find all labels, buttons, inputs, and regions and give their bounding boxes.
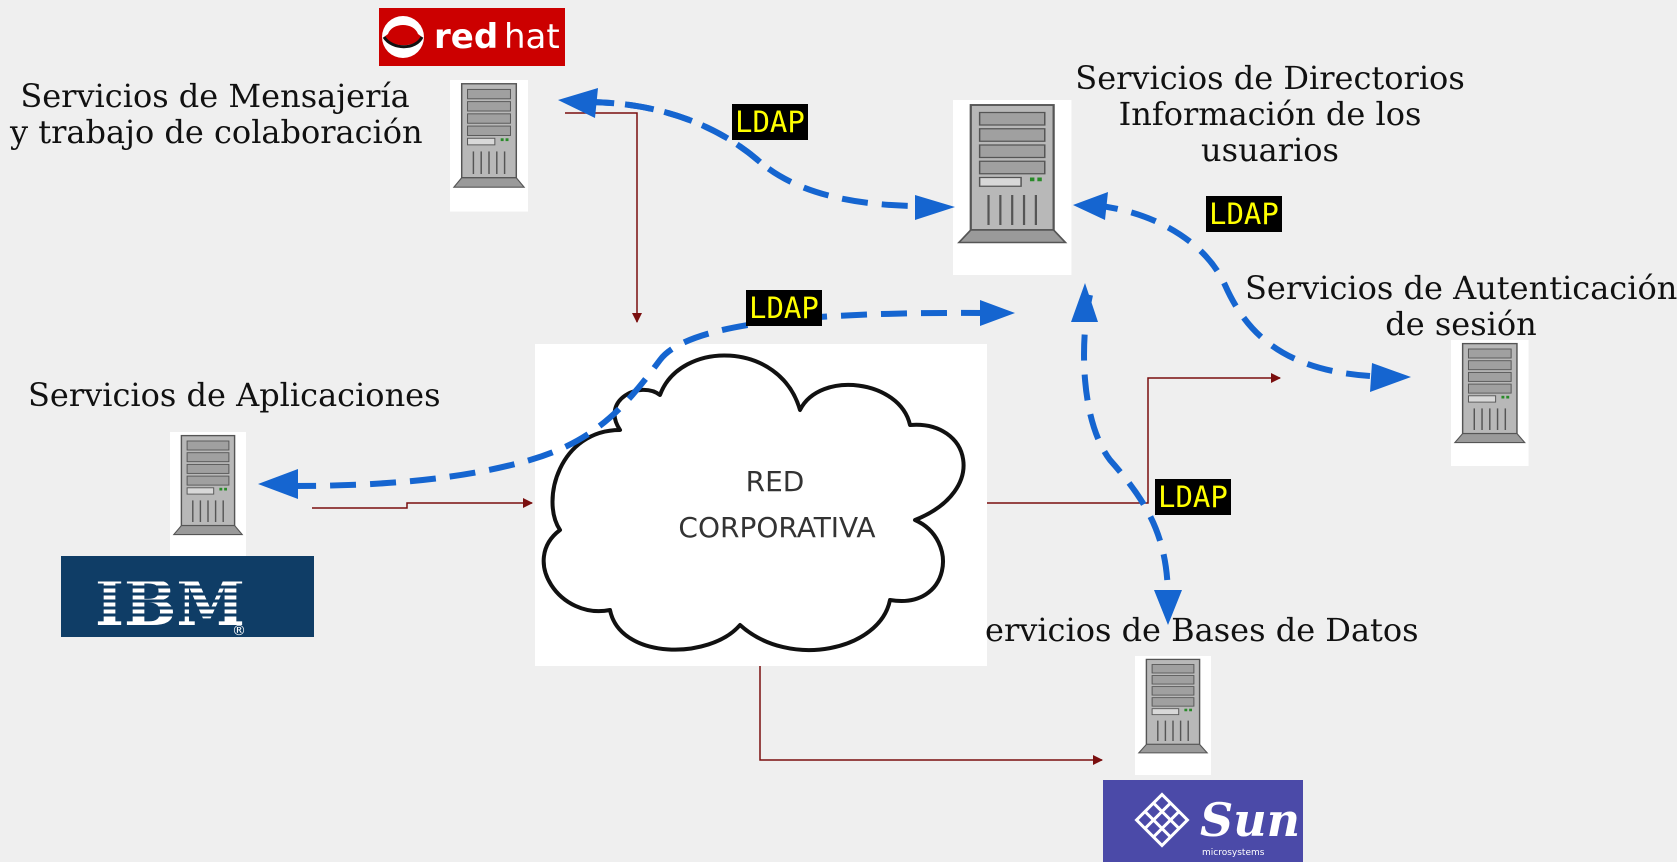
ibm-logo: IBM ® <box>61 556 314 640</box>
sun-logo-subtext: microsystems <box>1202 848 1265 858</box>
ldap-head-directory-right <box>1073 192 1108 220</box>
ldap-arrows <box>289 99 1371 601</box>
ibm-logo-text: IBM <box>95 567 245 640</box>
ldap-head-authentication <box>1370 363 1411 392</box>
ldap-head-applications <box>258 469 298 499</box>
cloud-label-line2: CORPORATIVA <box>678 511 875 544</box>
redhat-logo-text-b: hat <box>504 17 560 57</box>
messaging-label-line1: Servicios de Mensajería <box>20 77 410 115</box>
ldap-head-directory-left <box>915 195 955 220</box>
database-server <box>1134 655 1212 776</box>
cloud-label-line1: RED <box>746 465 805 498</box>
authentication-services-label: Servicios de Autenticación de sesión <box>1245 270 1677 342</box>
ldap-arrow-directory-authentication <box>1091 202 1371 379</box>
ldap-arrow-applications <box>289 309 986 489</box>
net-line-applications <box>312 498 533 509</box>
ldap-head-directory-bottom <box>1071 283 1098 322</box>
ldap-tag-messaging: LDAP <box>732 104 808 140</box>
ldap-head-database <box>1154 590 1182 625</box>
sun-logo-text: Sun <box>1200 793 1300 847</box>
authentication-server <box>1450 339 1530 467</box>
messaging-services-label: Servicios de Mensajería y trabajo de col… <box>10 77 423 151</box>
directory-label-line2: Información de los <box>1118 95 1422 133</box>
redhat-logo: red hat <box>379 8 565 66</box>
ldap-tag-applications: LDAP <box>746 290 822 326</box>
authentication-label-line1: Servicios de Autenticación <box>1245 269 1677 307</box>
net-line-messaging <box>565 112 642 323</box>
ibm-registered-mark: ® <box>232 623 246 639</box>
directory-label-line3: usuarios <box>1201 131 1339 169</box>
directory-server <box>951 98 1073 277</box>
sun-logo: Sun microsystems <box>1103 780 1303 862</box>
messaging-label-line2: y trabajo de colaboración <box>10 113 423 151</box>
net-line-authentication <box>987 373 1281 504</box>
ldap-arrow-database <box>1081 294 1171 601</box>
applications-services-label: Servicios de Aplicaciones <box>28 376 441 414</box>
ldap-tag-database: LDAP <box>1155 479 1231 515</box>
messaging-server <box>449 79 529 213</box>
ldap-head-messaging <box>558 88 598 118</box>
applications-server <box>169 431 247 559</box>
net-line-database <box>759 666 1103 765</box>
ldap-arrowheads <box>258 88 1411 625</box>
ldap-arrow-messaging-directory <box>584 99 916 209</box>
directory-services-label: Servicios de Directorios Información de … <box>1070 60 1470 168</box>
directory-label-line1: Servicios de Directorios <box>1075 59 1465 97</box>
redhat-logo-text-a: red <box>434 17 498 57</box>
ldap-head-directory-mid <box>980 300 1015 326</box>
corporate-network-cloud: RED CORPORATIVA <box>535 344 987 666</box>
ldap-arrow-directory-messaging <box>584 99 762 165</box>
database-services-label: ervicios de Bases de Datos <box>985 611 1419 649</box>
ldap-tag-authentication: LDAP <box>1206 196 1282 232</box>
authentication-label-line2: de sesión <box>1385 305 1537 343</box>
